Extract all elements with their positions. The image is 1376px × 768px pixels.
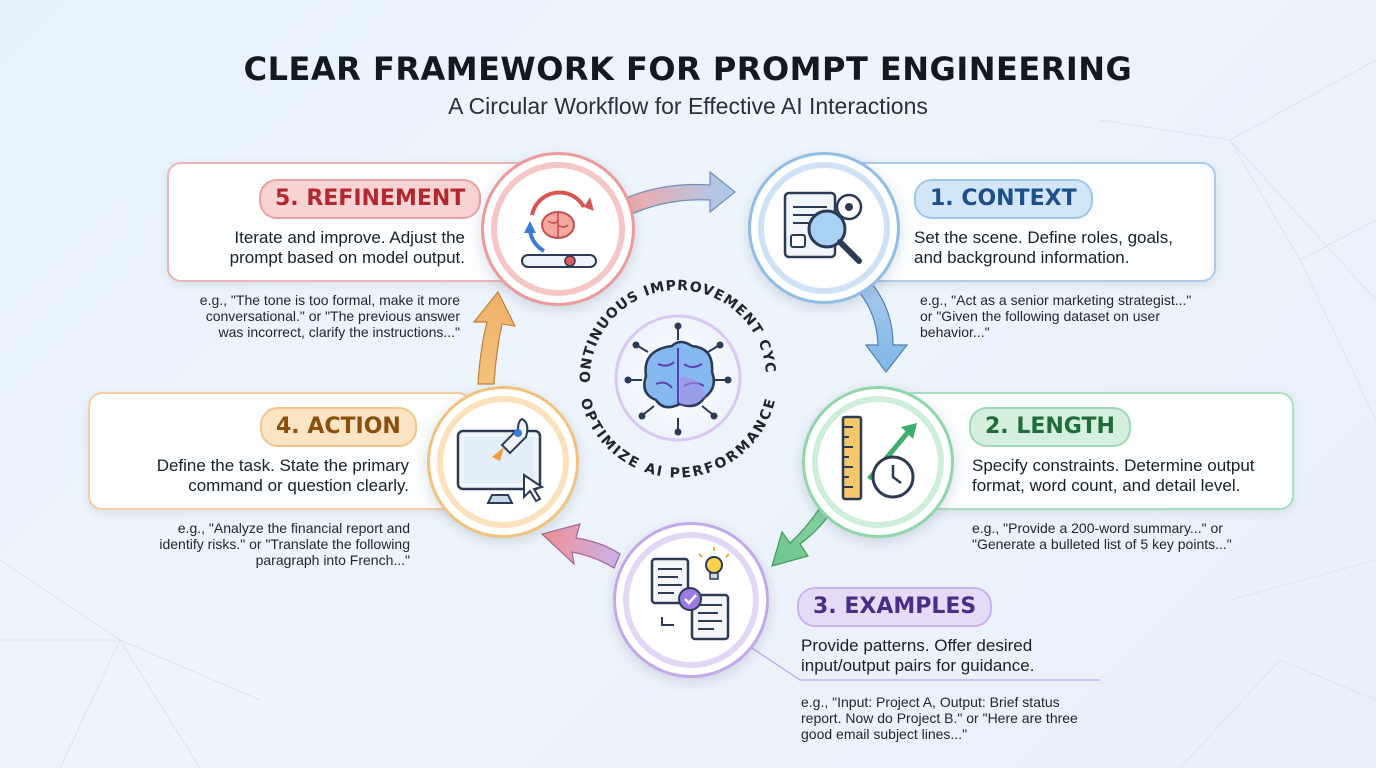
action-node xyxy=(427,386,579,538)
document-magnifier-gear-icon xyxy=(758,162,890,294)
length-example: e.g., "Provide a 200-word summary..." or… xyxy=(972,520,1272,552)
examples-desc-line2: input/output pairs for guidance. xyxy=(801,656,1035,675)
center-hub-graphic: CONTINUOUS IMPROVEMENT CYCLE OPTIMIZE AI… xyxy=(568,268,778,482)
refinement-description: Iterate and improve. Adjust the prompt b… xyxy=(170,228,465,268)
refinement-node xyxy=(481,152,635,306)
action-desc-line1: Define the task. State the primary xyxy=(156,456,409,475)
length-example-line1: e.g., "Provide a 200-word summary..." or xyxy=(972,520,1223,536)
context-example-line2: or "Given the following dataset on user xyxy=(920,308,1160,324)
refinement-desc-line2: prompt based on model output. xyxy=(229,248,465,267)
examples-example-line3: good email subject lines..." xyxy=(801,726,968,742)
monitor-rocket-cursor-icon xyxy=(437,396,569,528)
context-example: e.g., "Act as a senior marketing strateg… xyxy=(920,292,1220,340)
context-label: 1. CONTEXT xyxy=(914,179,1093,219)
context-example-line1: e.g., "Act as a senior marketing strateg… xyxy=(920,292,1192,308)
length-node xyxy=(802,386,954,538)
examples-label: 3. EXAMPLES xyxy=(797,587,993,627)
examples-example-line1: e.g., "Input: Project A, Output: Brief s… xyxy=(801,694,1060,710)
context-desc-line2: and background information. xyxy=(914,248,1130,267)
action-example: e.g., "Analyze the financial report and … xyxy=(110,520,410,568)
center-hub: CONTINUOUS IMPROVEMENT CYCLE OPTIMIZE AI… xyxy=(568,268,788,488)
examples-node xyxy=(613,522,769,678)
length-description: Specify constraints. Determine output fo… xyxy=(972,456,1284,496)
length-desc-line1: Specify constraints. Determine output xyxy=(972,456,1255,475)
refinement-example-line1: e.g., "The tone is too formal, make it m… xyxy=(199,292,460,308)
refinement-example: e.g., "The tone is too formal, make it m… xyxy=(150,292,460,340)
context-description: Set the scene. Define roles, goals, and … xyxy=(914,228,1204,268)
length-example-line2: "Generate a bulleted list of 5 key point… xyxy=(972,536,1232,552)
examples-desc-line1: Provide patterns. Offer desired xyxy=(801,636,1033,655)
length-label: 2. LENGTH xyxy=(969,407,1131,447)
page-subtitle: A Circular Workflow for Effective AI Int… xyxy=(448,93,928,119)
refinement-desc-line1: Iterate and improve. Adjust the xyxy=(234,228,465,247)
refinement-label: 5. REFINEMENT xyxy=(259,179,482,219)
refinement-example-line2: conversational." or "The previous answer xyxy=(205,308,460,324)
refinement-example-line3: was incorrect, clarify the instructions.… xyxy=(218,324,461,340)
context-node xyxy=(748,152,900,304)
brain-network-icon xyxy=(624,322,732,436)
action-example-line2: identify risks." or "Translate the follo… xyxy=(159,536,410,552)
context-example-line3: behavior..." xyxy=(920,324,990,340)
action-description: Define the task. State the primary comma… xyxy=(92,456,409,496)
ruler-clock-arrow-icon xyxy=(812,396,944,528)
documents-lightbulb-check-icon xyxy=(623,532,759,668)
length-desc-line2: format, word count, and detail level. xyxy=(972,476,1241,495)
page-title: CLEAR FRAMEWORK FOR PROMPT ENGINEERING xyxy=(243,50,1133,88)
brain-refresh-slider-icon xyxy=(491,162,625,296)
action-desc-line2: command or question clearly. xyxy=(188,476,409,495)
length-card xyxy=(890,392,1294,510)
examples-description: Provide patterns. Offer desired input/ou… xyxy=(801,636,1101,676)
action-example-line3: paragraph into French..." xyxy=(255,552,410,568)
examples-example: e.g., "Input: Project A, Output: Brief s… xyxy=(801,694,1111,742)
examples-example-line2: report. Now do Project B." or "Here are … xyxy=(801,710,1078,726)
action-example-line1: e.g., "Analyze the financial report and xyxy=(177,520,410,536)
context-desc-line1: Set the scene. Define roles, goals, xyxy=(914,228,1173,247)
action-label: 4. ACTION xyxy=(260,407,417,447)
